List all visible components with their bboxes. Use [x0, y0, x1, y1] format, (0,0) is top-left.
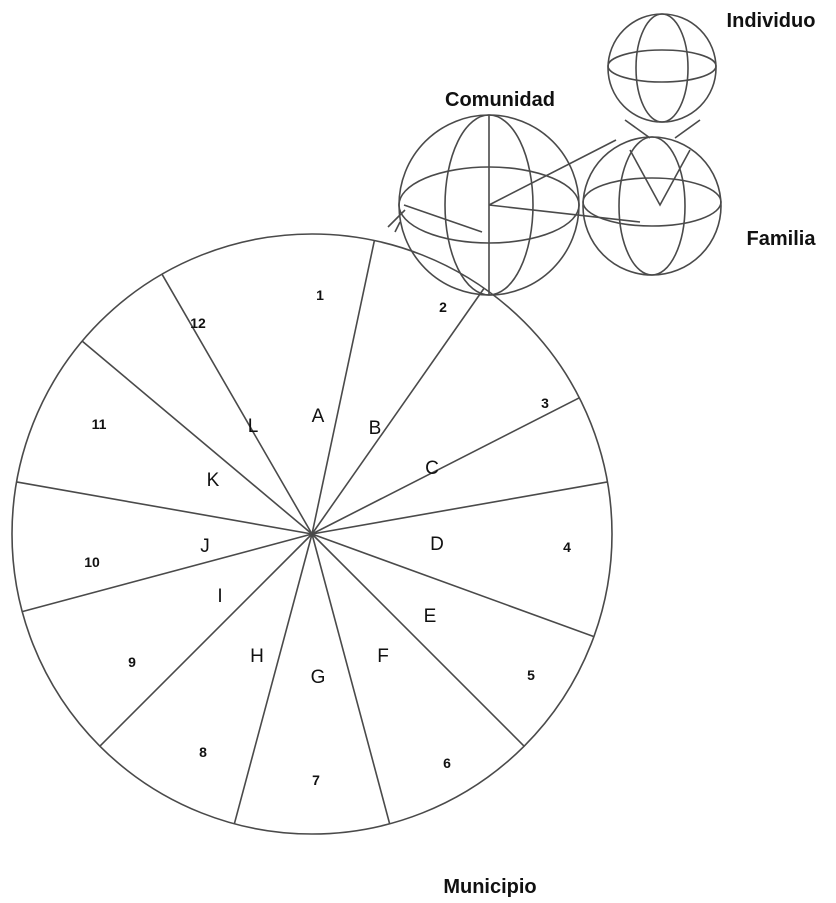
sector-number: 2 — [439, 299, 447, 315]
individuo-label: Individuo — [727, 10, 816, 32]
sector-number: 10 — [84, 554, 100, 570]
sector-letter: J — [200, 536, 210, 557]
sector-dividers — [17, 241, 608, 824]
sector-divider — [312, 482, 607, 534]
comunidad-label: Comunidad — [445, 89, 555, 111]
sector-letter: B — [369, 418, 382, 439]
sector-divider — [17, 482, 312, 534]
familia-label: Familia — [747, 228, 817, 250]
sector-divider — [162, 274, 312, 534]
sector-number: 7 — [312, 772, 320, 788]
sector-letter: A — [312, 406, 325, 427]
sector-number: 5 — [527, 667, 535, 683]
sector-divider — [312, 534, 524, 746]
sector-divider — [312, 398, 579, 534]
familia-sphere — [583, 137, 721, 275]
sector-number: 1 — [316, 287, 324, 303]
sector-letter: C — [425, 458, 439, 479]
municipio-label: Municipio — [443, 876, 536, 898]
sector-letter: K — [207, 470, 220, 491]
sector-number: 4 — [563, 539, 571, 555]
sector-letter: L — [248, 416, 259, 437]
sector-number: 8 — [199, 744, 207, 760]
sector-divider — [82, 341, 312, 534]
sector-divider — [312, 534, 594, 637]
sector-letters: A B C D E F G H I J K L — [200, 406, 444, 688]
sector-letter: H — [250, 646, 264, 667]
sector-letter: G — [311, 667, 326, 688]
sector-letter: E — [424, 606, 437, 627]
sector-number: 9 — [128, 654, 136, 670]
sector-letter: I — [217, 586, 222, 607]
sector-letter: F — [377, 646, 389, 667]
individuo-sphere — [608, 14, 716, 122]
sector-divider — [22, 534, 312, 612]
sector-number: 3 — [541, 395, 549, 411]
sector-letter: D — [430, 534, 444, 555]
sector-number: 11 — [92, 416, 107, 432]
sector-number: 12 — [190, 315, 206, 331]
sector-divider — [100, 534, 312, 746]
sector-divider — [234, 534, 312, 824]
sector-number: 6 — [443, 755, 451, 771]
